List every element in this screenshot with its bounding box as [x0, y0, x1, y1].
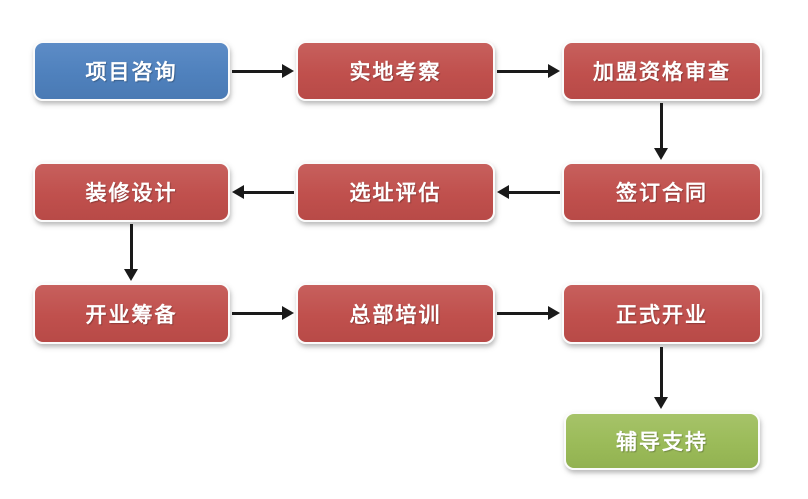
arrow-contract-to-site-evaluation	[497, 185, 560, 199]
arrowhead-down-icon	[124, 269, 138, 281]
arrow-shaft	[129, 224, 133, 270]
arrow-shaft	[508, 190, 560, 194]
arrowhead-right-icon	[282, 306, 294, 320]
arrow-opening-to-support	[654, 347, 668, 409]
arrow-shaft	[232, 69, 283, 73]
arrow-shaft	[497, 311, 549, 315]
node-headquarters-training: 总部培训	[296, 283, 495, 344]
arrow-inspection-to-qualification	[497, 64, 560, 78]
node-opening-preparation: 开业筹备	[33, 283, 230, 344]
arrowhead-left-icon	[232, 185, 244, 199]
arrow-training-to-opening	[497, 306, 560, 320]
arrowhead-right-icon	[548, 306, 560, 320]
arrowhead-left-icon	[497, 185, 509, 199]
node-project-consultation: 项目咨询	[33, 41, 230, 101]
node-field-inspection: 实地考察	[296, 41, 495, 101]
node-franchise-qualification-review: 加盟资格审查	[562, 41, 762, 101]
arrow-renovation-to-preparation	[124, 224, 138, 281]
arrow-shaft	[497, 69, 549, 73]
node-coaching-support: 辅导支持	[564, 412, 760, 470]
arrow-consultation-to-inspection	[232, 64, 294, 78]
node-site-evaluation: 选址评估	[296, 162, 495, 222]
arrow-shaft	[659, 347, 663, 398]
node-renovation-design: 装修设计	[33, 162, 230, 222]
arrowhead-right-icon	[282, 64, 294, 78]
arrow-site-evaluation-to-renovation	[232, 185, 294, 199]
arrowhead-right-icon	[548, 64, 560, 78]
arrow-preparation-to-training	[232, 306, 294, 320]
arrow-qualification-to-contract	[654, 103, 668, 160]
node-grand-opening: 正式开业	[562, 283, 762, 344]
node-contract-signing: 签订合同	[562, 162, 762, 222]
arrow-shaft	[659, 103, 663, 149]
arrowhead-down-icon	[654, 148, 668, 160]
arrow-shaft	[243, 190, 294, 194]
arrow-shaft	[232, 311, 283, 315]
arrowhead-down-icon	[654, 397, 668, 409]
